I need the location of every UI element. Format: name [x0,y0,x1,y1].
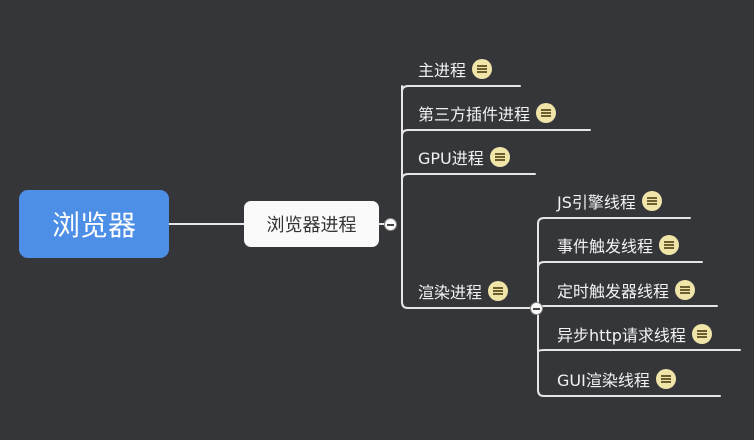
connector-render-trunk [537,217,691,225]
node-event-trigger-thread-label: 事件触发线程 [557,237,654,256]
note-icon[interactable] [472,59,493,79]
browser-process-label: 浏览器进程 [266,215,357,236]
note-icon[interactable] [655,369,676,389]
connector-render-trunk-vertical [537,223,721,397]
node-plugin-process-label: 第三方插件进程 [418,105,531,124]
node-timer-trigger-thread-label: 定时触发器线程 [557,282,670,301]
node-render-process-label: 渲染进程 [418,283,483,302]
note-icon[interactable] [536,103,557,123]
note-icon[interactable] [675,280,696,300]
node-main-process[interactable]: 主进程 [418,57,493,81]
node-js-engine-thread-label: JS引擎线程 [557,193,636,212]
connector-render-child-event [537,261,703,269]
connector-trunk-processes [401,85,409,309]
connector-render-child-http [537,349,741,353]
connector-child-main-process [401,85,521,93]
node-async-http-thread[interactable]: 异步http请求线程 [557,322,712,346]
node-main-process-label: 主进程 [418,61,467,80]
node-plugin-process[interactable]: 第三方插件进程 [418,101,557,125]
node-timer-trigger-thread[interactable]: 定时触发器线程 [557,278,696,302]
node-gui-render-thread[interactable]: GUI渲染线程 [557,367,676,391]
note-icon[interactable] [641,191,662,211]
connector-child-plugin-process [401,129,591,137]
root-node[interactable]: 浏览器 [19,190,169,258]
collapse-toggle-browser-process[interactable] [384,218,397,231]
note-icon[interactable] [488,281,509,301]
node-event-trigger-thread[interactable]: 事件触发线程 [557,233,680,257]
node-gpu-process[interactable]: GPU进程 [418,145,510,169]
node-render-process[interactable]: 渲染进程 [418,279,509,303]
connector-render-child-timer [537,305,718,313]
root-node-label: 浏览器 [51,209,136,242]
node-js-engine-thread[interactable]: JS引擎线程 [557,189,662,213]
note-icon[interactable] [489,147,510,167]
collapse-toggle-render-process[interactable] [530,302,543,315]
note-icon[interactable] [659,235,680,255]
node-async-http-thread-label: 异步http请求线程 [557,326,686,345]
connector-child-gpu-process [401,173,536,181]
note-icon[interactable] [691,324,712,344]
node-gui-render-thread-label: GUI渲染线程 [557,371,650,390]
browser-process-node[interactable]: 浏览器进程 [244,201,379,247]
node-gpu-process-label: GPU进程 [418,149,484,168]
